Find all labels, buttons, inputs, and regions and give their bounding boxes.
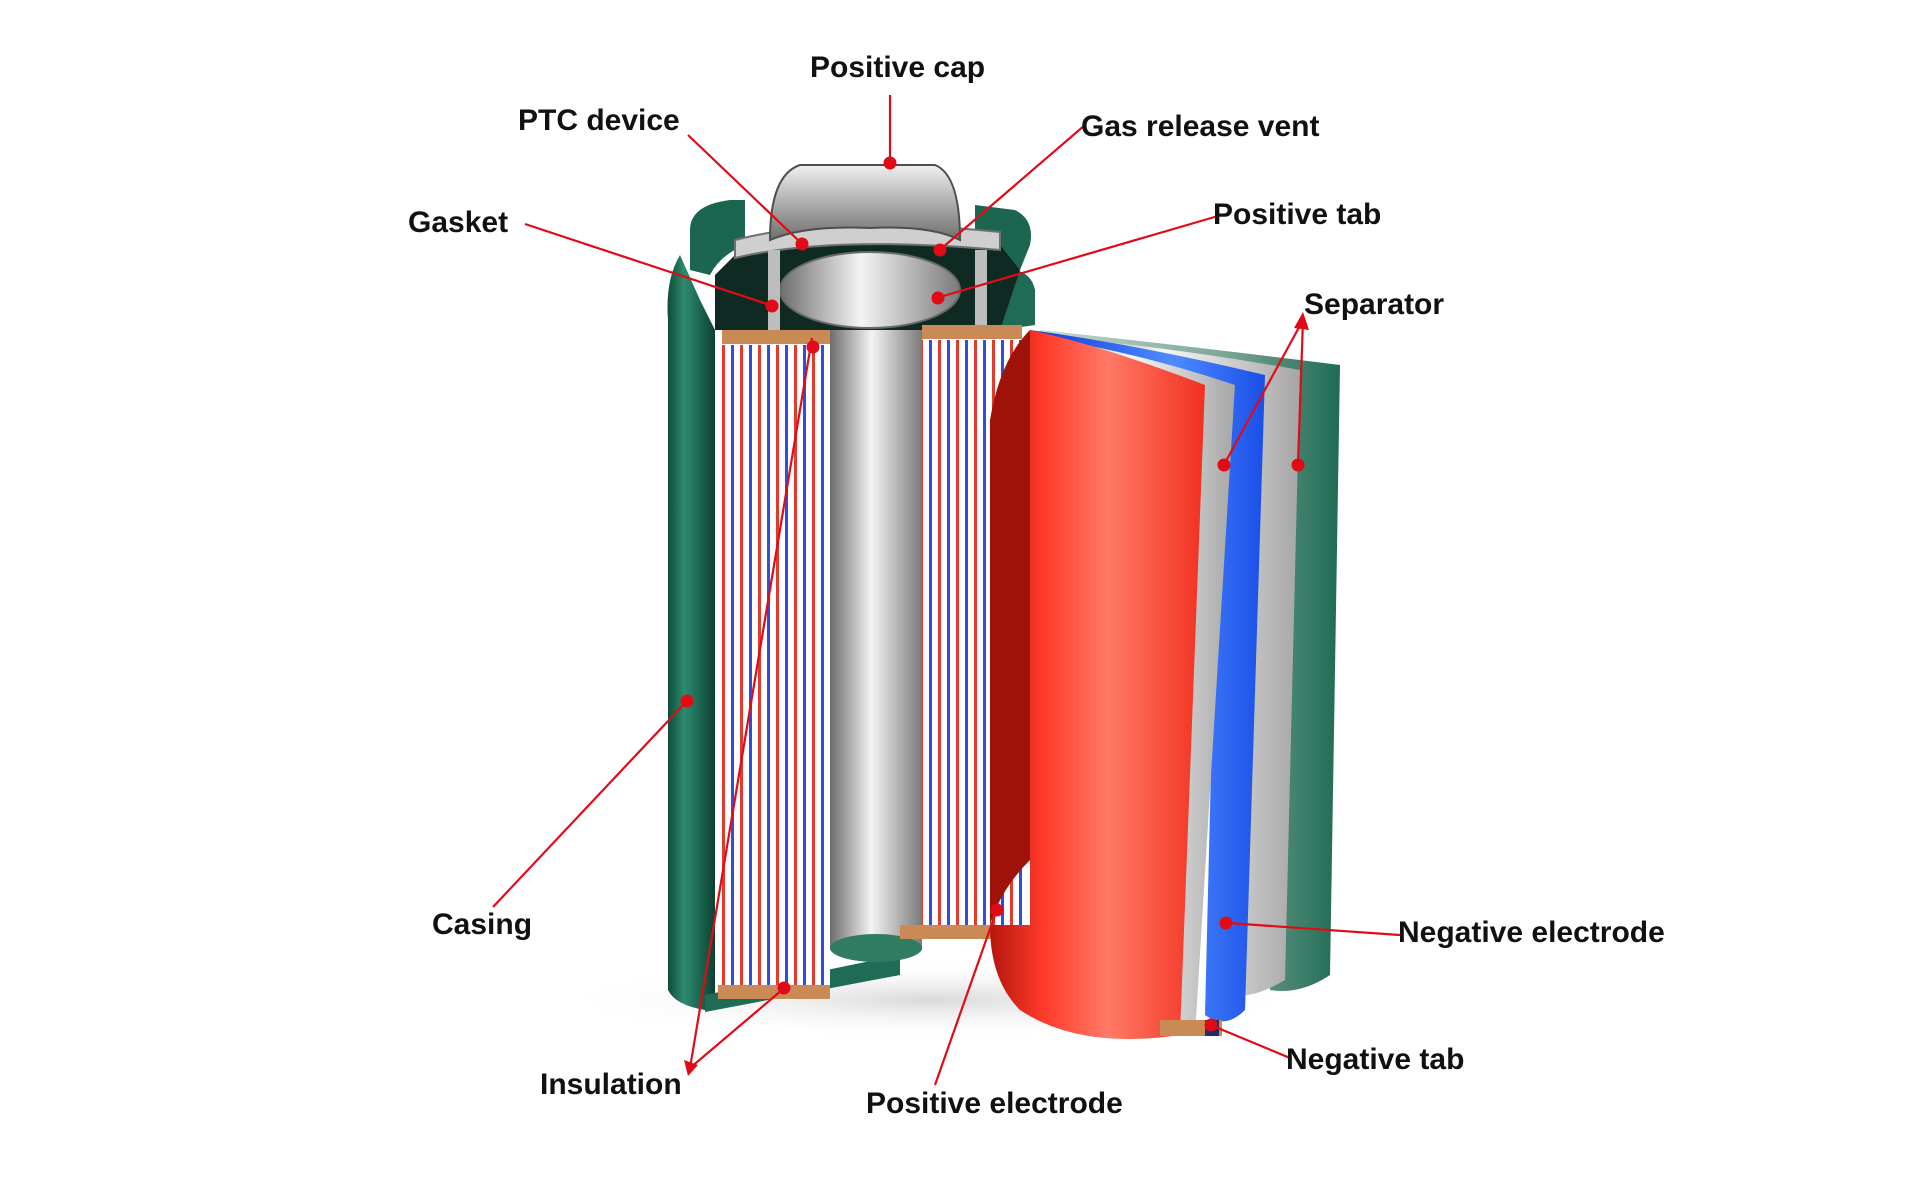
dot-gas-release-vent — [933, 243, 947, 257]
leader-negative-tab — [1212, 1024, 1291, 1060]
label-separator: Separator — [1304, 288, 1445, 321]
dot-separator-a — [1217, 458, 1231, 472]
dot-positive-electrode — [990, 903, 1004, 917]
dot-negative-tab — [1204, 1018, 1218, 1032]
leader-positive-tab — [939, 214, 1219, 299]
leader-casing — [492, 702, 686, 908]
label-gasket: Gasket — [408, 206, 509, 239]
dot-insulation-a — [806, 340, 820, 354]
leader-gas-release-vent — [941, 124, 1086, 249]
label-gas-release-vent: Gas release vent — [1081, 110, 1320, 143]
positive-cap-shape — [768, 164, 962, 242]
casing-wall — [667, 255, 715, 1010]
dot-ptc-device — [795, 237, 809, 251]
negative-electrode-sheet — [1030, 330, 1265, 1022]
dot-separator-b — [1291, 458, 1305, 472]
dot-positive-cap — [883, 156, 897, 170]
leader-separator-b — [1296, 319, 1305, 464]
dot-positive-tab — [931, 291, 945, 305]
insulation-bottom-right — [900, 925, 1000, 939]
casing-rim-left — [690, 200, 745, 275]
label-positive-cap: Positive cap — [810, 51, 986, 84]
leader-separator-a — [1224, 319, 1304, 464]
positive-electrode-sheet — [990, 330, 1205, 1040]
label-casing: Casing — [432, 908, 533, 941]
dot-negative-electrode — [1219, 916, 1233, 930]
insulation-top-right — [922, 325, 1022, 339]
dot-insulation-b — [777, 981, 791, 995]
dot-gasket — [765, 299, 779, 313]
leader-insulation-b — [689, 989, 783, 1069]
label-ptc-device: PTC device — [518, 104, 680, 137]
center-pin — [830, 330, 922, 950]
leader-gasket — [524, 222, 771, 307]
leader-positive-electrode — [933, 911, 998, 1086]
arrowhead-separator — [1294, 312, 1309, 330]
jellyroll-left — [718, 345, 830, 985]
leader-ptc-device — [687, 134, 801, 243]
casing-rim-right — [975, 205, 1031, 275]
insulation-bottom-left — [718, 985, 830, 999]
label-positive-tab: Positive tab — [1213, 198, 1382, 231]
dot-casing — [680, 694, 694, 708]
label-negative-tab: Negative tab — [1286, 1043, 1465, 1076]
leader-lines — [492, 95, 1401, 1086]
vent-post-right — [975, 250, 987, 330]
leader-insulation-a — [688, 337, 814, 1069]
positive-electrode-curl — [990, 330, 1030, 925]
center-pin-base — [830, 934, 922, 962]
label-negative-electrode: Negative electrode — [1398, 916, 1665, 949]
vent-post-left — [768, 250, 780, 330]
leader-negative-electrode — [1227, 921, 1401, 937]
label-positive-electrode: Positive electrode — [866, 1087, 1123, 1120]
vent-disk — [779, 251, 961, 329]
label-insulation: Insulation — [540, 1068, 682, 1101]
insulation-top-left — [722, 330, 830, 344]
arrowhead-insulation — [684, 1060, 698, 1076]
